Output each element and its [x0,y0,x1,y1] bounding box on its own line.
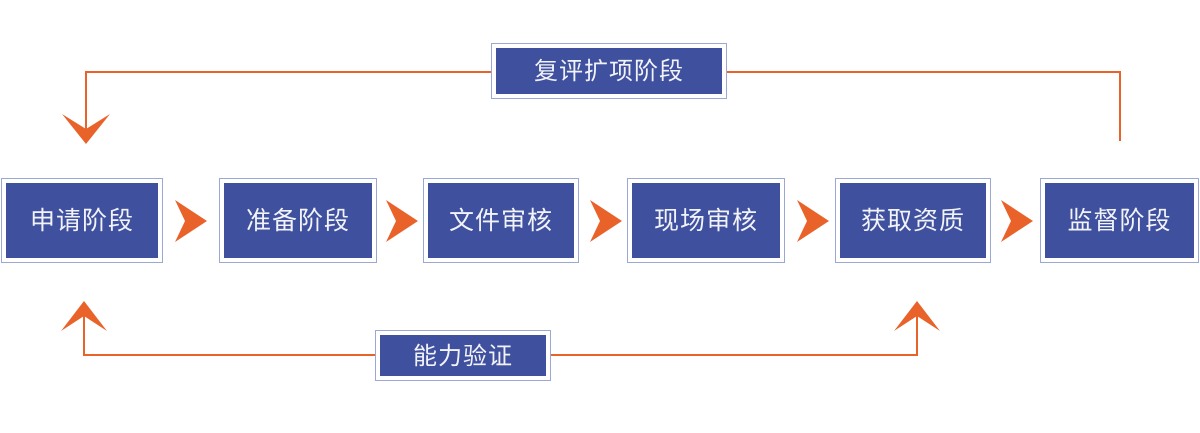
stage-box-doc-review[interactable]: 文件审核 [423,178,579,263]
stage-box-preparation[interactable]: 准备阶段 [219,178,377,263]
chevron-right-icon-1 [175,200,207,242]
stage-box-inner-fill: 监督阶段 [1045,183,1194,258]
stage-label-get-qualification: 获取资质 [860,206,965,235]
stage-label-onsite-audit: 现场审核 [653,206,758,235]
stage-box-inner-fill: 文件审核 [428,183,574,258]
chevron-right-icon-3 [590,200,622,242]
stage-box-inner-fill: 现场审核 [632,183,780,258]
stage-box-inner-fill: 准备阶段 [224,183,372,258]
bottom-loop-left-vertical-line [83,312,85,356]
arrow-down-icon [62,114,110,144]
stage-box-onsite-audit[interactable]: 现场审核 [627,178,785,263]
loop-box-inner-fill: 能力验证 [380,335,546,376]
stage-box-inner-fill: 申请阶段 [6,183,158,258]
stage-box-application[interactable]: 申请阶段 [1,178,163,263]
stage-box-get-qualification[interactable]: 获取资质 [835,178,991,263]
top-loop-left-vertical-line [85,71,87,136]
loop-label-proficiency-testing: 能力验证 [413,341,513,370]
chevron-right-icon-4 [797,200,829,242]
top-loop-left-horizontal-line [85,71,491,73]
stage-label-doc-review: 文件审核 [448,206,553,235]
top-loop-right-vertical-line [1119,72,1121,141]
bottom-loop-right-horizontal-line [551,354,918,356]
chevron-right-icon-2 [386,200,418,242]
bottom-loop-left-horizontal-line [83,354,375,356]
arrow-up-left-icon [61,301,107,331]
loop-box-reassessment-expansion[interactable]: 复评扩项阶段 [491,43,727,99]
top-loop-right-horizontal-line [727,71,1121,73]
stage-label-application: 申请阶段 [29,206,134,235]
stage-box-supervision[interactable]: 监督阶段 [1040,178,1199,263]
stage-label-preparation: 准备阶段 [245,206,350,235]
loop-box-inner-fill: 复评扩项阶段 [496,48,722,94]
loop-box-proficiency-testing[interactable]: 能力验证 [375,330,551,381]
stage-box-inner-fill: 获取资质 [840,183,986,258]
bottom-loop-right-vertical-line [916,312,918,356]
chevron-right-icon-5 [1001,200,1033,242]
stage-label-supervision: 监督阶段 [1067,206,1172,235]
arrow-up-right-icon [894,301,940,331]
loop-label-reassessment-expansion: 复评扩项阶段 [534,57,684,85]
